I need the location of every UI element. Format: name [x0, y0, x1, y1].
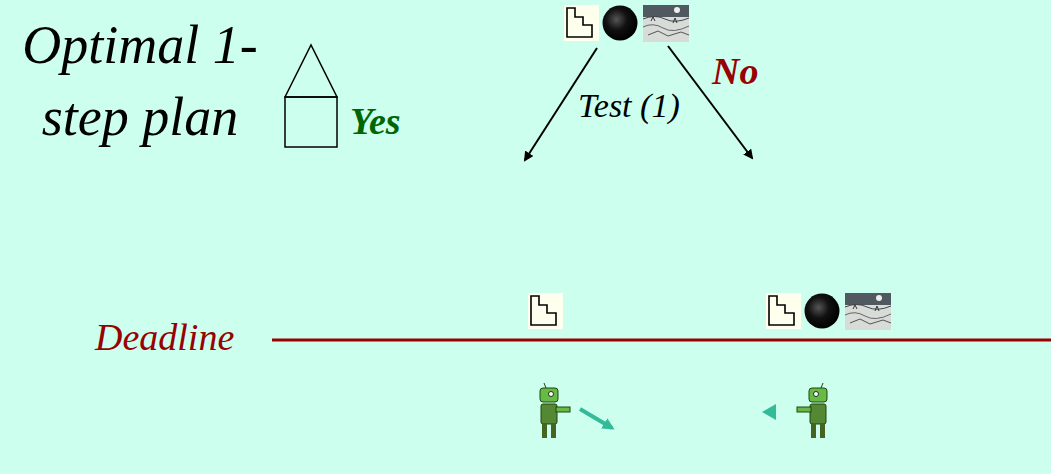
deadline-line: [272, 339, 1051, 342]
deadline-label: Deadline: [95, 316, 234, 360]
test-label: Test (1): [578, 86, 680, 125]
stairs-icon: [564, 5, 599, 41]
house-wall: [285, 97, 337, 147]
hole-icon: [805, 294, 840, 329]
plan-title: Optimal 1-step plan: [20, 10, 260, 154]
landscape-icon: [643, 5, 689, 42]
stairs-icon: [766, 293, 801, 329]
robot-icon: [540, 383, 570, 438]
house-roof: [285, 45, 337, 97]
no-label: No: [712, 50, 758, 94]
hole-icon: [603, 6, 638, 41]
robot-icon: [797, 383, 827, 438]
landscape-icon: [845, 293, 891, 330]
yes-label: Yes: [350, 100, 401, 144]
stairs-icon: [528, 293, 563, 329]
move-arrow: [762, 404, 776, 420]
move-arrow: [580, 409, 612, 428]
